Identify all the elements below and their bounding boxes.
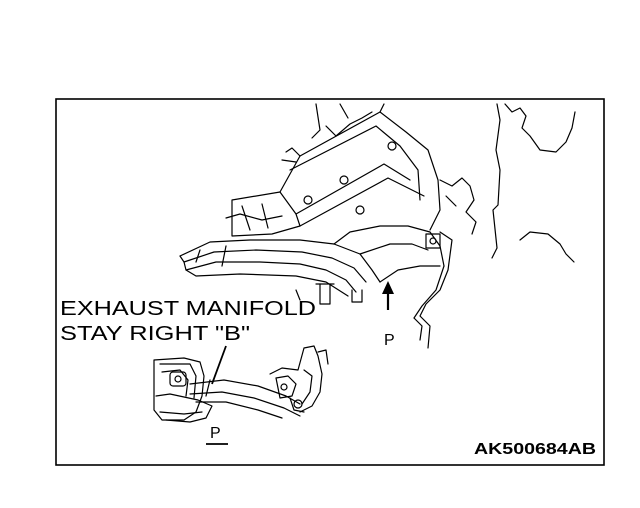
stay-detail-drawing bbox=[153, 345, 329, 423]
detail-view-label: P bbox=[210, 425, 221, 442]
figure-code: AK500684AB bbox=[474, 441, 596, 458]
figure-frame bbox=[55, 98, 605, 466]
view-arrow-label: P bbox=[384, 332, 395, 349]
part-label-line2: STAY RIGHT "B" bbox=[60, 323, 250, 345]
engine-assembly-drawing bbox=[179, 103, 576, 349]
view-arrow bbox=[382, 281, 394, 310]
part-label-line1: EXHAUST MANIFOLD bbox=[60, 298, 316, 320]
part-leader-line bbox=[211, 345, 227, 385]
